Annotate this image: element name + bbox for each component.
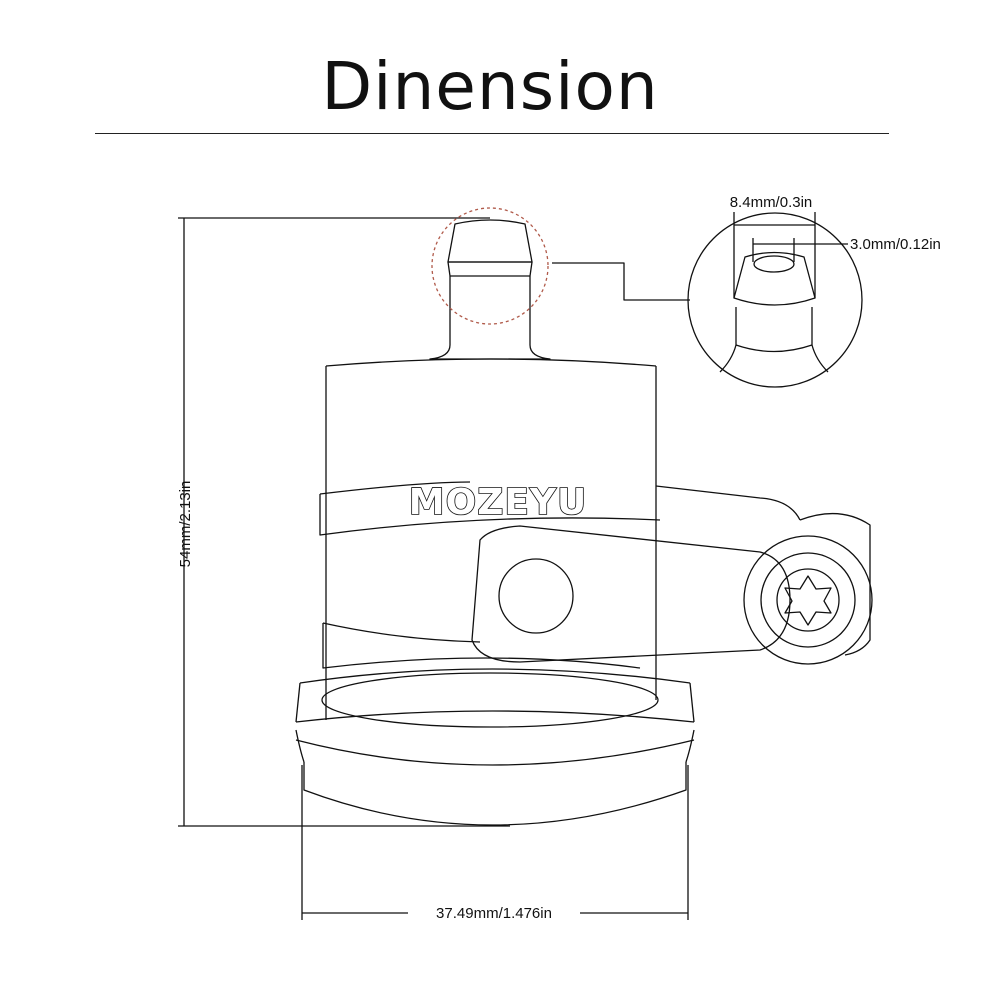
lower-band-edge (322, 623, 641, 669)
nozzle-barb (447, 261, 533, 277)
page-title: Dinension (321, 48, 659, 125)
upper-band-lower-edge (319, 494, 661, 536)
base-inner-opening (321, 672, 659, 728)
clamp-plate (471, 525, 791, 663)
lower-band-top-edge (322, 622, 481, 643)
clamp-arm-top (655, 485, 801, 521)
detail-nozzle-left-stem (719, 307, 737, 373)
torx-socket-icon (784, 575, 832, 626)
title-divider (95, 133, 889, 134)
clamp-hole (498, 558, 574, 634)
bolt-inner-ring (760, 552, 856, 648)
nozzle-tip (447, 219, 533, 263)
detail-nozzle-tip (733, 251, 816, 306)
bolt-head (743, 535, 873, 665)
detail-nozzle-bore (753, 255, 795, 273)
base-ring (295, 668, 695, 826)
lower-clamp-band (322, 622, 641, 669)
detail-leader-line (552, 262, 690, 301)
detail-nozzle-base (735, 344, 813, 353)
upper-band-top-edge (319, 481, 471, 495)
nozzle-stem (429, 276, 551, 360)
reservoir-body (325, 358, 657, 720)
bolt-socket-rim (776, 568, 840, 632)
detail-nozzle-right-stem (811, 307, 829, 373)
clamp-plate-outline (471, 525, 791, 663)
width-dimension-label: 37.49mm/1.476in (436, 905, 552, 922)
upper-clamp-band (319, 481, 871, 656)
base-left-top (295, 682, 301, 723)
height-dimension-label: 54mm/2.13in (177, 481, 194, 568)
bolt-outer-ring (743, 535, 873, 665)
nozzle-inner-diameter-label: 3.0mm/0.12in (850, 236, 941, 253)
base-groove-bottom (295, 739, 695, 766)
brand-logo-text: MOZEYU (409, 482, 587, 523)
base-top-outer-edge (299, 668, 691, 684)
base-groove-right (685, 729, 695, 763)
clamp-arm-end (799, 512, 871, 656)
detail-view-circle (687, 212, 863, 388)
base-groove-top (295, 710, 695, 723)
reservoir-top-rim (325, 358, 657, 367)
nozzle-outer-diameter-label: 8.4mm/0.3in (730, 194, 813, 211)
nozzle (429, 219, 551, 360)
detail-marker-circle (431, 207, 549, 325)
width-dimension (301, 765, 689, 920)
base-bottom (303, 762, 687, 826)
base-right-top (689, 682, 695, 723)
detail-callout (431, 207, 863, 388)
height-dimension (178, 217, 510, 827)
base-groove-left (295, 729, 305, 763)
